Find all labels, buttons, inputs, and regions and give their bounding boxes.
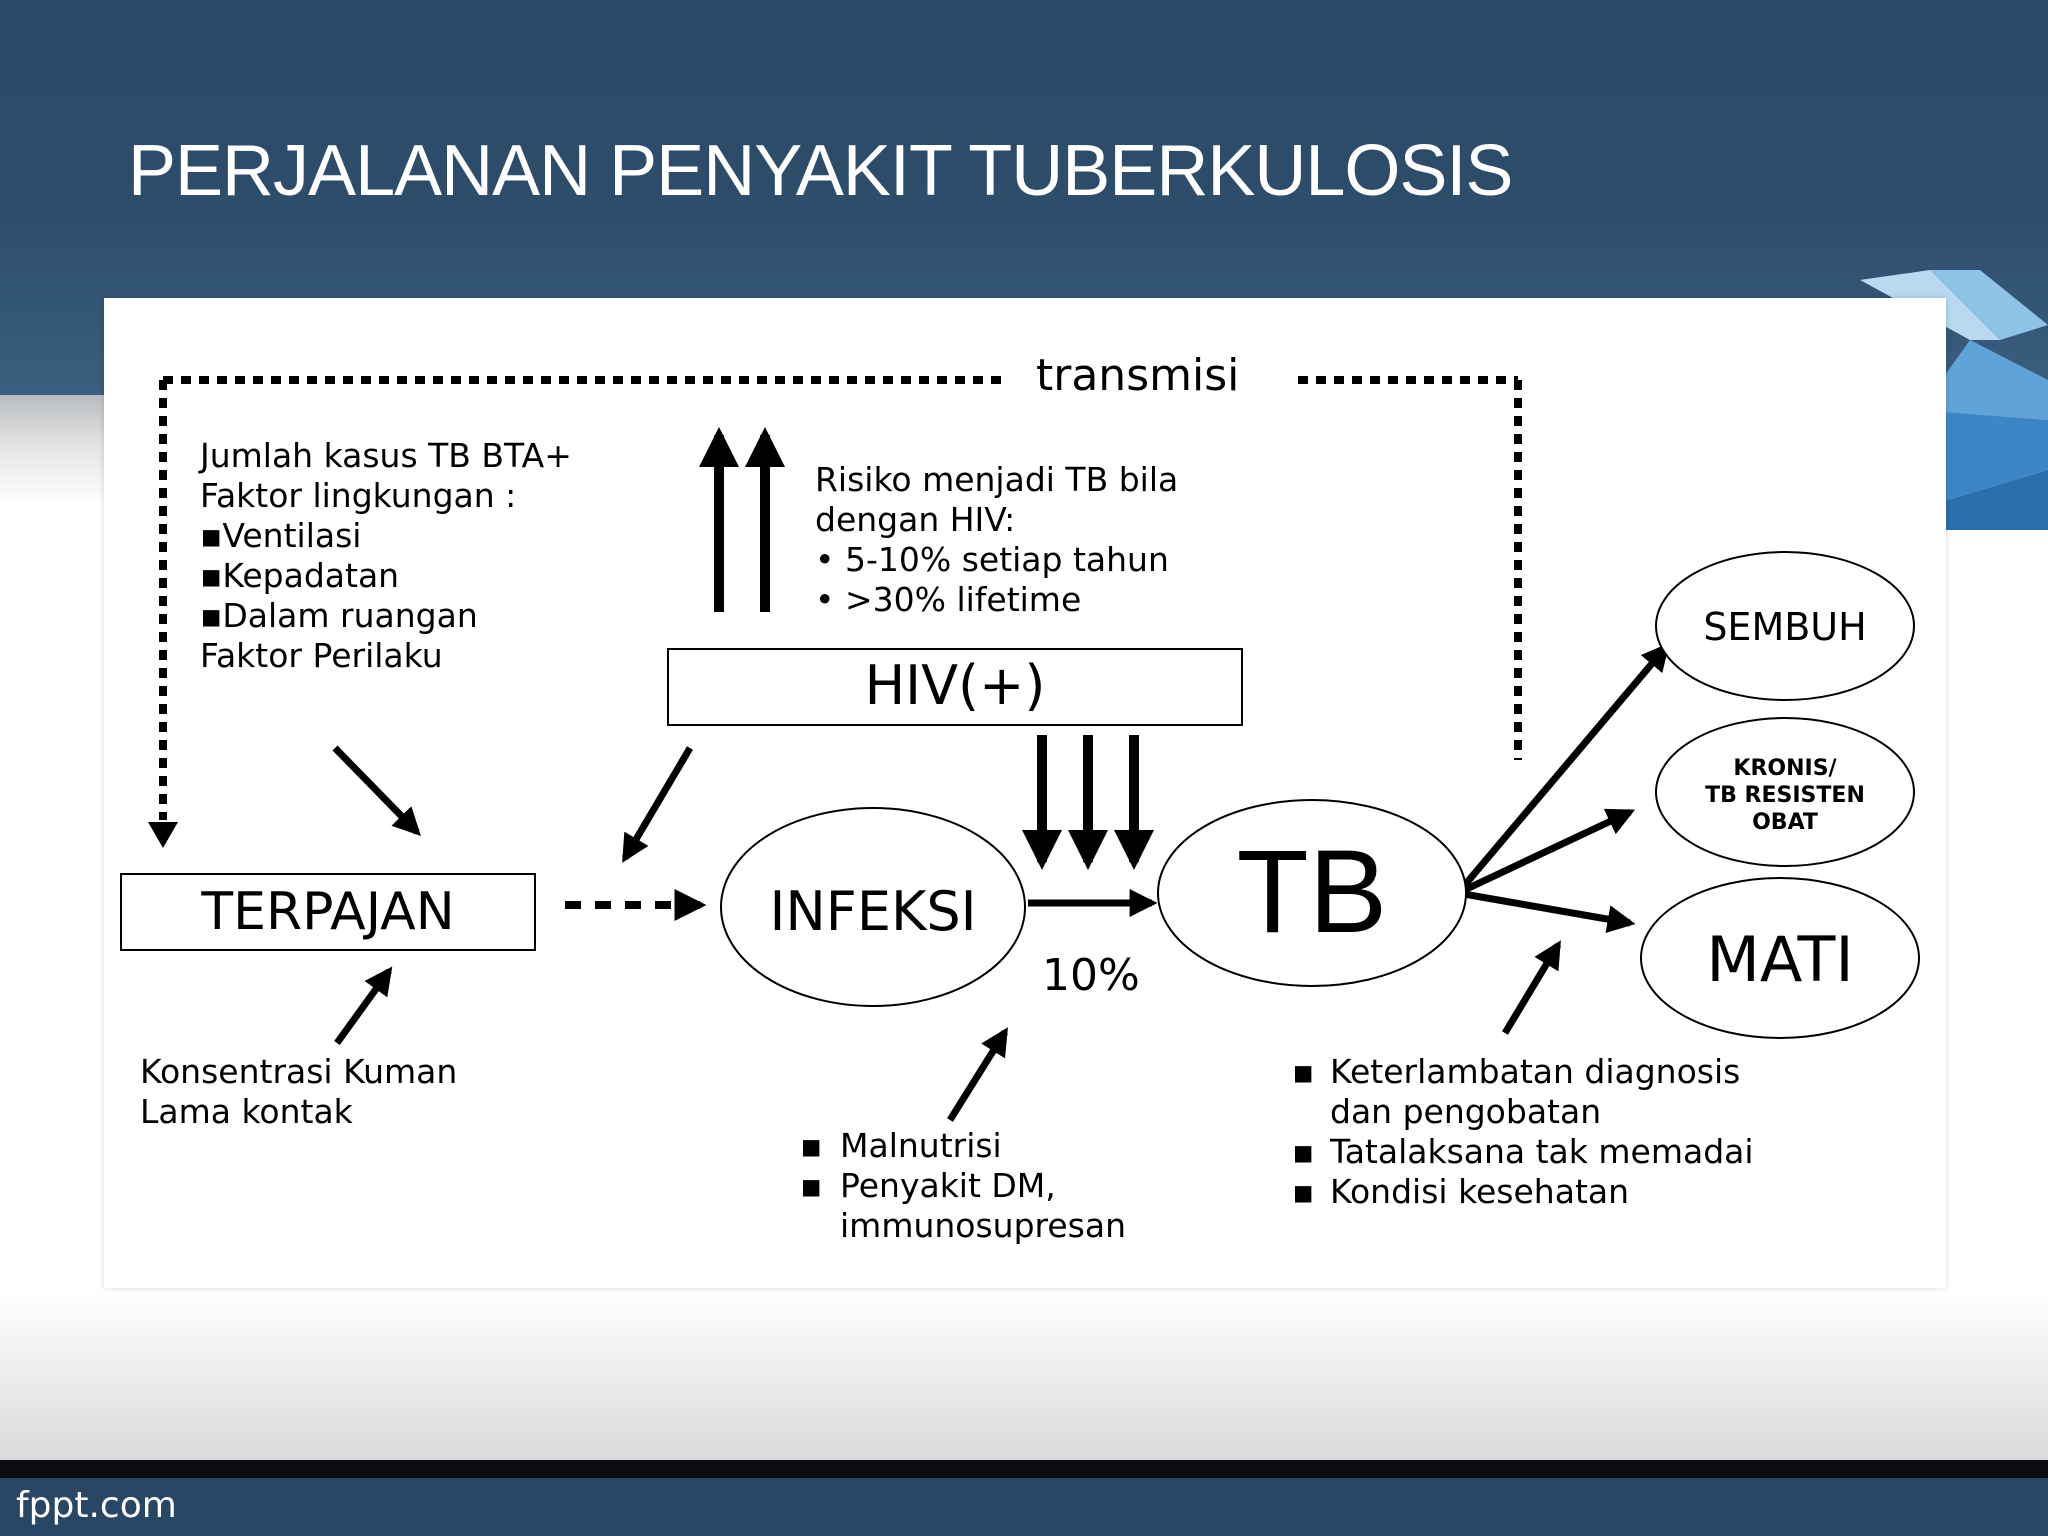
footer-divider [0, 1460, 2048, 1478]
outcome-factor-item: dan pengobatan [1292, 1092, 1754, 1132]
hiv-risk-line: dengan HIV: [815, 500, 1016, 539]
exposure-factor-line: Faktor lingkungan : [200, 476, 517, 515]
node-tb-label: TB [1236, 826, 1388, 958]
arrow-konsentrasi-terpajan [334, 966, 393, 1046]
host-factors: ▪Malnutrisi ▪Penyakit DM, immunosupresan [800, 1126, 1126, 1246]
node-sembuh-shape [1655, 551, 1915, 701]
hiv-risk-line: Risiko menjadi TB bila [815, 460, 1179, 499]
arrow-tb-mati [1457, 889, 1636, 933]
outcome-factor-item: ▪Kondisi kesehatan [1292, 1172, 1630, 1211]
exposure-factor-line: ▪Ventilasi [200, 516, 362, 555]
node-sembuh-label: SEMBUH [1703, 605, 1867, 649]
node-infeksi-shape [720, 807, 1026, 1007]
node-tb-shape [1157, 799, 1467, 987]
exposure-factors: Jumlah kasus TB BTA+ Faktor lingkungan :… [200, 436, 572, 676]
host-factor-item: immunosupresan [800, 1206, 1126, 1246]
progression-percent: 10% [1042, 950, 1140, 1001]
outcome-factors: ▪Keterlambatan diagnosis dan pengobatan … [1292, 1052, 1754, 1212]
host-factor-item: ▪Malnutrisi [800, 1126, 1002, 1165]
exposure-conditions: Konsentrasi Kuman Lama kontak [140, 1052, 457, 1132]
diagram-panel [104, 298, 1946, 1288]
outcome-factor-text: Kondisi kesehatan [1330, 1172, 1630, 1211]
exposure-factor-line: ▪Kepadatan [200, 556, 400, 595]
kronis-line: OBAT [1752, 810, 1818, 835]
kronis-line: TB RESISTEN [1705, 783, 1865, 808]
exposure-factor-line: ▪Dalam ruangan [200, 596, 478, 635]
node-hiv-label: HIV(+) [864, 654, 1046, 717]
transmission-label: transmisi [1030, 350, 1246, 401]
node-mati-label: MATI [1706, 923, 1854, 996]
transmission-arrowhead [148, 822, 178, 848]
outcome-factor-text: Tatalaksana tak memadai [1330, 1132, 1754, 1171]
hiv-risk-note: Risiko menjadi TB bila dengan HIV: • 5-1… [815, 460, 1178, 620]
host-factor-text: Penyakit DM, [840, 1166, 1056, 1205]
exposure-condition-line: Konsentrasi Kuman [140, 1052, 458, 1091]
exposure-factor-line: Faktor Perilaku [200, 636, 443, 675]
arrow-host-factors [947, 1027, 1008, 1122]
outcome-factor-text: Keterlambatan diagnosis [1330, 1052, 1741, 1091]
arrow-hiv-infeksi [621, 746, 694, 863]
node-hiv [667, 648, 1243, 726]
arrow-tb-kronis [1456, 808, 1636, 897]
host-factor-text: immunosupresan [840, 1206, 1127, 1245]
arrow-outcome-factors [1502, 940, 1561, 1035]
node-kronis-shape [1655, 717, 1915, 867]
node-kronis-label: KRONIS/ TB RESISTEN OBAT [1656, 755, 1914, 836]
slide-title: PERJALANAN PENYAKIT TUBERKULOSIS [128, 131, 1513, 211]
node-infeksi-label: INFEKSI [769, 880, 977, 943]
footer-fade [0, 1290, 2048, 1460]
node-terpajan-label: TERPAJAN [201, 882, 455, 942]
outcome-factor-item: ▪Keterlambatan diagnosis [1292, 1052, 1741, 1091]
hiv-risk-line: • 5-10% setiap tahun [815, 540, 1169, 579]
slide-footer [0, 1478, 2048, 1536]
outcome-factor-text: dan pengobatan [1330, 1092, 1602, 1131]
kronis-line: KRONIS/ [1733, 756, 1837, 781]
host-factor-text: Malnutrisi [840, 1126, 1002, 1165]
transmission-loop [159, 376, 1522, 820]
node-terpajan [120, 873, 536, 951]
exposure-factor-line: Jumlah kasus TB BTA+ [200, 436, 572, 475]
arrow-factors-terpajan [332, 745, 421, 837]
footer-brand: fppt.com [16, 1485, 177, 1526]
exposure-condition-line: Lama kontak [140, 1092, 353, 1131]
host-factor-item: ▪Penyakit DM, [800, 1166, 1056, 1205]
outcome-factor-item: ▪Tatalaksana tak memadai [1292, 1132, 1754, 1171]
node-mati-shape [1640, 877, 1920, 1039]
arrow-tb-sembuh [1455, 642, 1670, 896]
hiv-risk-line: • >30% lifetime [815, 580, 1082, 619]
